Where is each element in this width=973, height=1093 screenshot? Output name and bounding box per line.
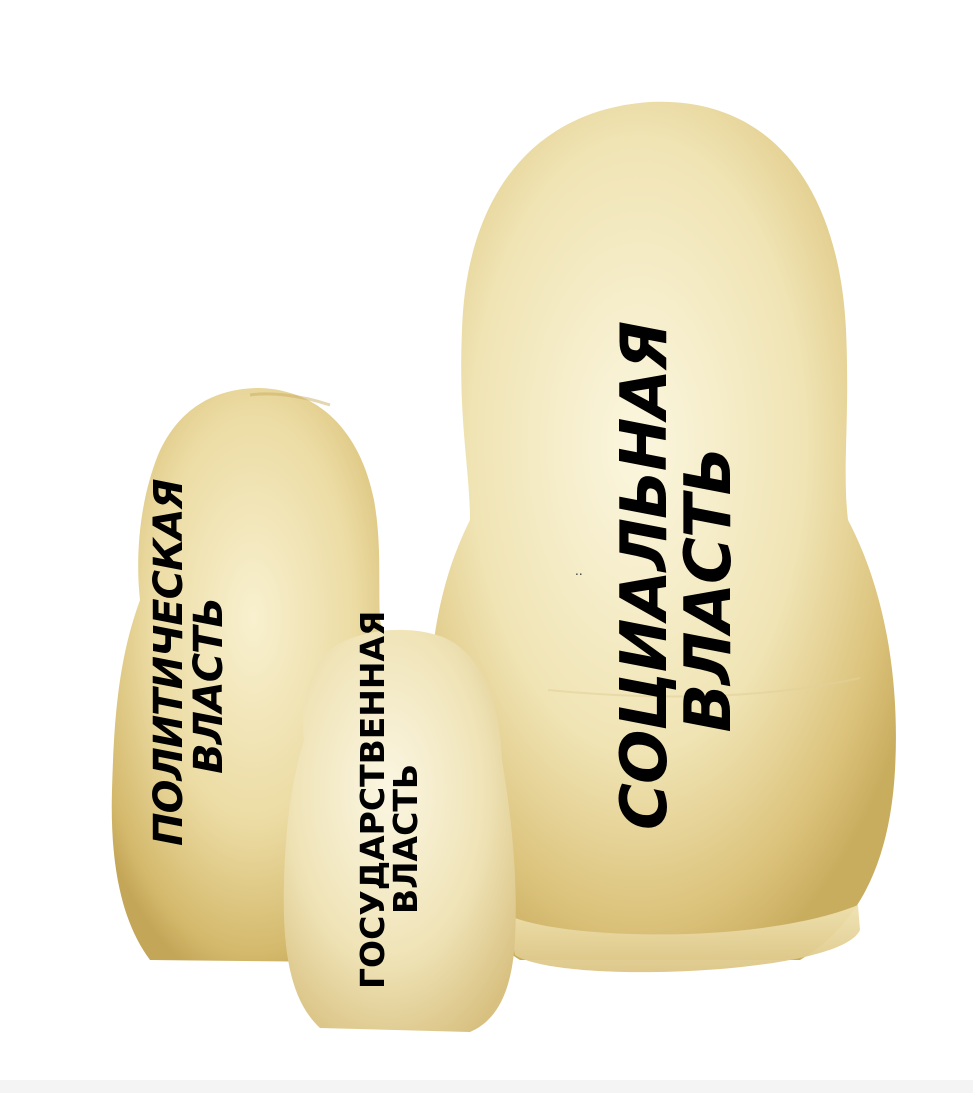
svg-text:..: .. (575, 564, 583, 578)
social-power-label: СОЦИАЛЬНАЯ ВЛАСТЬ (613, 350, 763, 830)
political-power-label: ПОЛИТИЧЕСКАЯ ВЛАСТЬ (149, 526, 259, 846)
social-power-line-1: СОЦИАЛЬНАЯ (613, 350, 677, 830)
political-power-line-2: ВЛАСТЬ (189, 526, 229, 846)
political-power-line-1: ПОЛИТИЧЕСКАЯ (149, 526, 189, 846)
state-power-line-2: ВЛАСТЬ (389, 689, 422, 989)
state-power-line-1: ГОСУДАРСТВЕННАЯ (356, 689, 389, 989)
state-power-label: ГОСУДАРСТВЕННАЯ ВЛАСТЬ (356, 689, 436, 989)
social-power-line-2: ВЛАСТЬ (677, 350, 741, 830)
bottom-divider (0, 1080, 973, 1093)
